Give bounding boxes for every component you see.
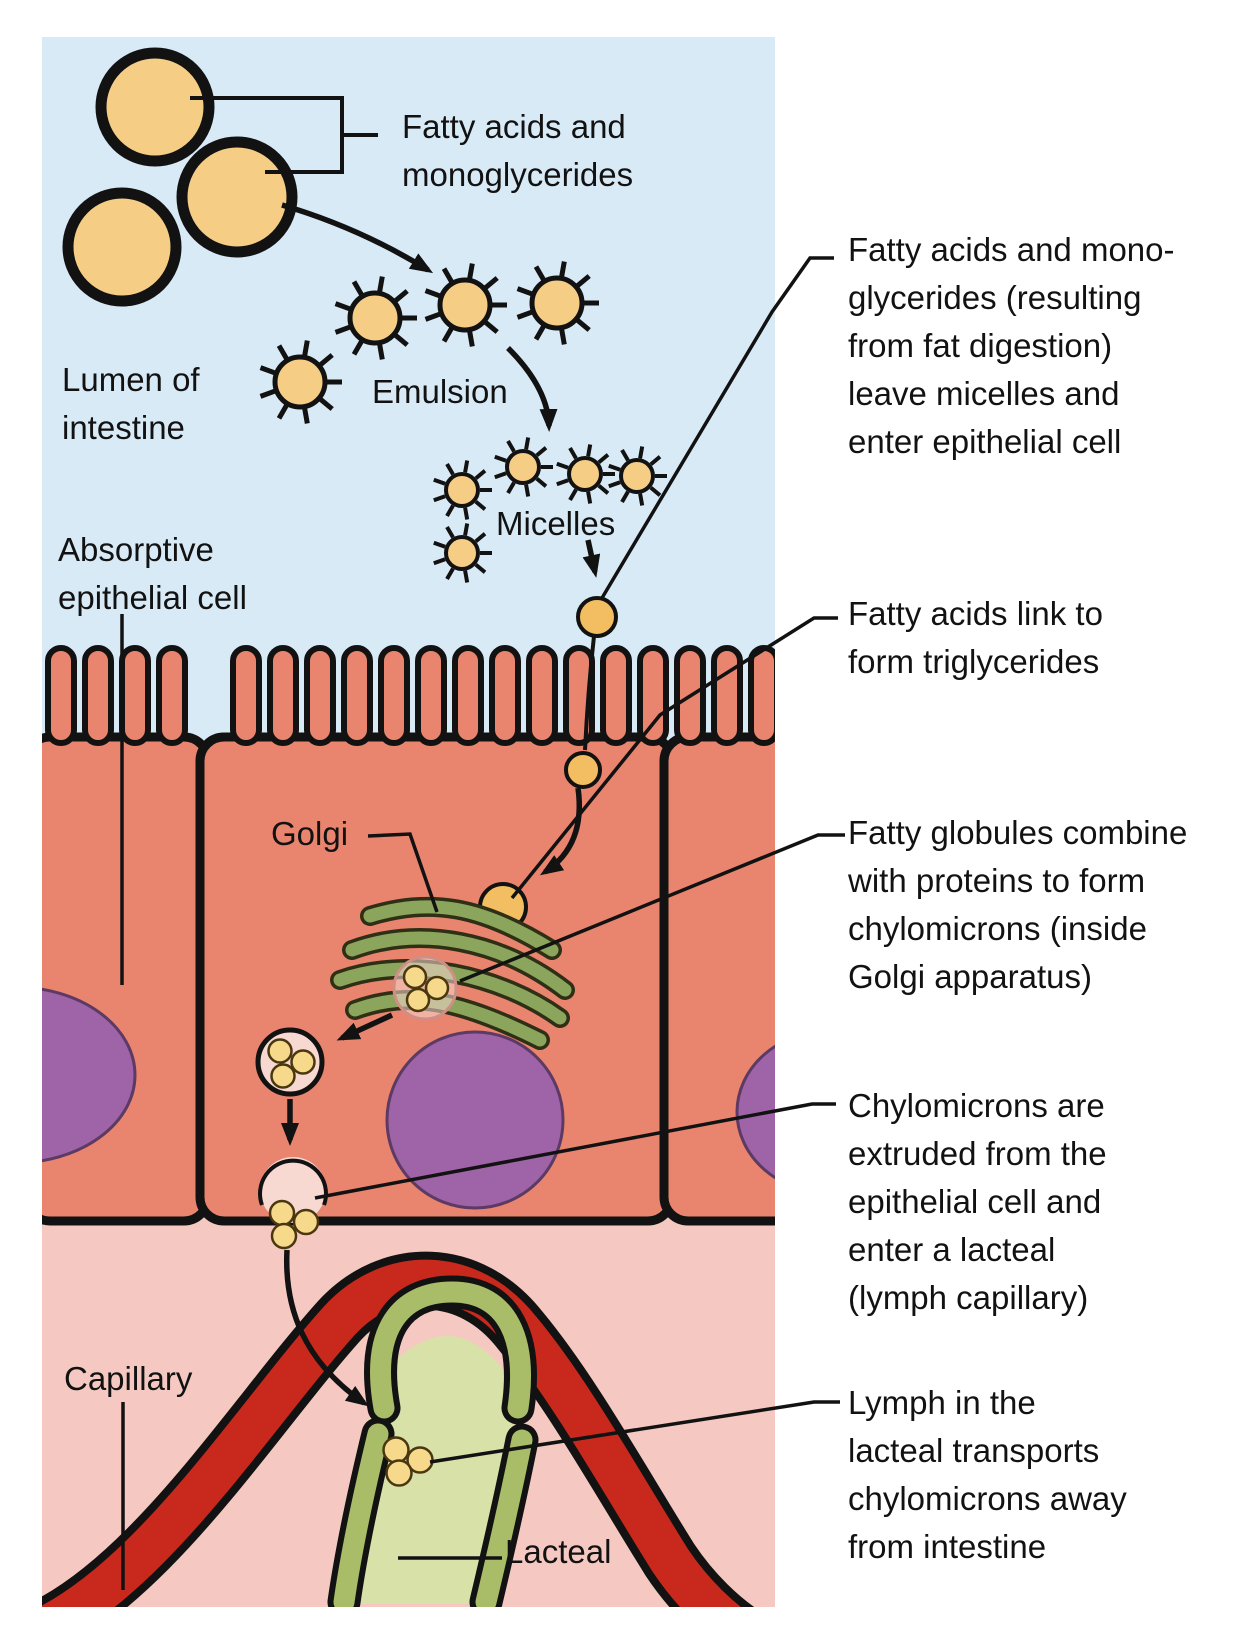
nucleus-left	[42, 987, 137, 1163]
label-lacteal: Lacteal	[505, 1533, 612, 1570]
annotation-chylomicrons-form: Fatty globules combine with proteins to …	[848, 814, 1188, 995]
fatty-acid-in-cell	[564, 751, 602, 789]
chylomicron-vesicle	[255, 1027, 325, 1097]
label-golgi: Golgi	[271, 815, 349, 852]
chylomicron-in-golgi	[392, 955, 458, 1021]
arrow-micelles-label	[582, 539, 601, 578]
leader-annotation-2	[510, 616, 838, 900]
annotation-lymph-transports: Lymph in the lacteal transports chylomic…	[848, 1384, 1127, 1565]
annotation-triglycerides-form: Fatty acids link to form triglycerides	[848, 595, 1103, 680]
arrow-droplets-to-emulsion	[281, 202, 434, 274]
annotation-chylomicrons-extruded: Chylomicrons are extruded from the epith…	[848, 1087, 1107, 1316]
label-lumen-of-intestine: Lumen of intestine	[62, 361, 200, 446]
lacteal-wall	[327, 1275, 539, 1607]
epithelial-cell-right	[659, 732, 775, 1226]
chylomicron-extrusion	[258, 1157, 328, 1250]
arrow-fattyacid-to-golgi	[539, 787, 583, 876]
label-absorptive-epithelial-cell: Absorptive epithelial cell	[58, 531, 247, 616]
arrow-chylomicron-to-lacteal	[283, 1249, 369, 1407]
leader-annotation-3	[459, 833, 845, 983]
label-emulsion: Emulsion	[372, 373, 508, 410]
bracket-fatty-acids	[190, 96, 378, 174]
leader-golgi	[367, 832, 439, 913]
arrow-golgi-to-vesicle	[336, 1012, 394, 1041]
fat-droplets	[62, 47, 298, 307]
leader-annotation-5	[429, 1400, 840, 1464]
chylomicrons-in-lacteal	[382, 1436, 434, 1487]
nucleus-right	[735, 1044, 775, 1180]
leader-annotation-1	[600, 256, 834, 599]
label-capillary: Capillary	[64, 1360, 193, 1397]
arrow-emulsion-to-micelles	[506, 346, 558, 432]
label-micelles: Micelles	[496, 505, 616, 542]
nucleus-center	[385, 1030, 565, 1210]
label-fatty-acids-monoglycerides: Fatty acids and monoglycerides	[402, 108, 634, 193]
lacteal-vessel	[327, 1275, 539, 1607]
annotation-fatty-acids-enter-cell: Fatty acids and mono- glycerides (result…	[848, 231, 1175, 460]
leader-annotation-4	[314, 1102, 836, 1200]
annotation-leaders	[314, 256, 845, 1464]
cell-nuclei	[42, 987, 775, 1210]
path-fattyacid-entering-cell	[583, 635, 596, 751]
fatty-acid-above-membrane	[576, 596, 618, 638]
